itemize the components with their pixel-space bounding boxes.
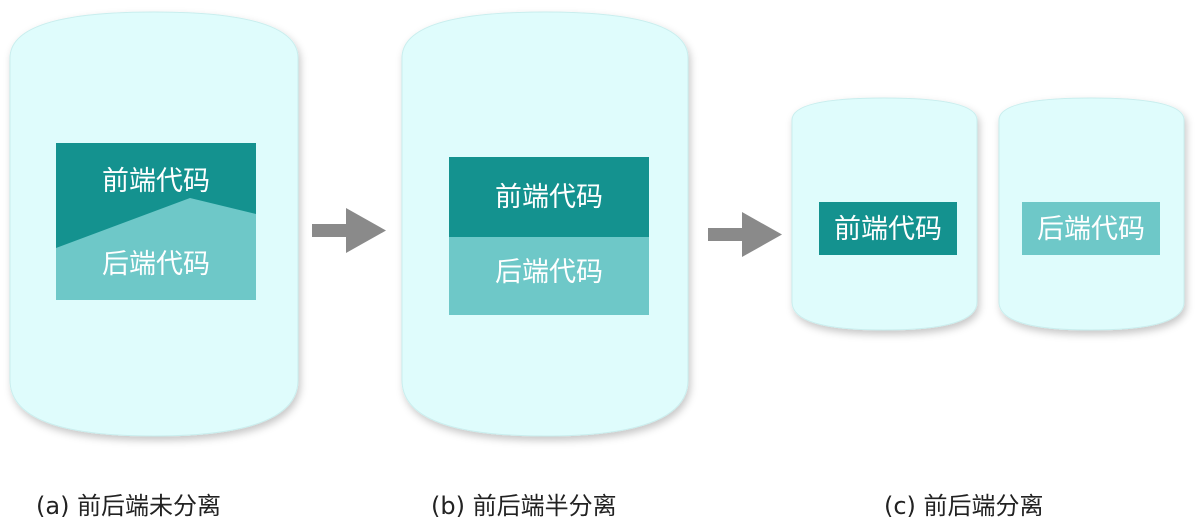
- stage-c-backend-box: 后端代码: [1022, 202, 1160, 255]
- stage-a-frontend-area: [56, 143, 256, 248]
- arrow-right-icon: [312, 208, 386, 253]
- stage-b-backend-label: 后端代码: [495, 257, 603, 288]
- stage-a-code-box: 前端代码 后端代码: [56, 143, 256, 300]
- stage-c-frontend-label: 前端代码: [834, 214, 942, 245]
- arrow-right-icon: [708, 212, 782, 257]
- stage-a-caption: (a) 前后端未分离: [36, 492, 222, 520]
- stage-c-backend-label: 后端代码: [1037, 214, 1145, 245]
- stage-b-frontend-box: [449, 157, 649, 237]
- stage-a-backend-label: 后端代码: [102, 249, 210, 280]
- stage-b-backend-box: [449, 237, 649, 315]
- stage-c-frontend-box: 前端代码: [819, 202, 957, 255]
- stage-b-code-box: 前端代码 后端代码: [449, 157, 649, 315]
- stage-b-caption: (b) 前后端半分离: [431, 492, 617, 520]
- stage-b-frontend-label: 前端代码: [495, 182, 603, 213]
- stage-a-frontend-label: 前端代码: [102, 166, 210, 197]
- stage-c-caption: (c) 前后端分离: [884, 492, 1044, 520]
